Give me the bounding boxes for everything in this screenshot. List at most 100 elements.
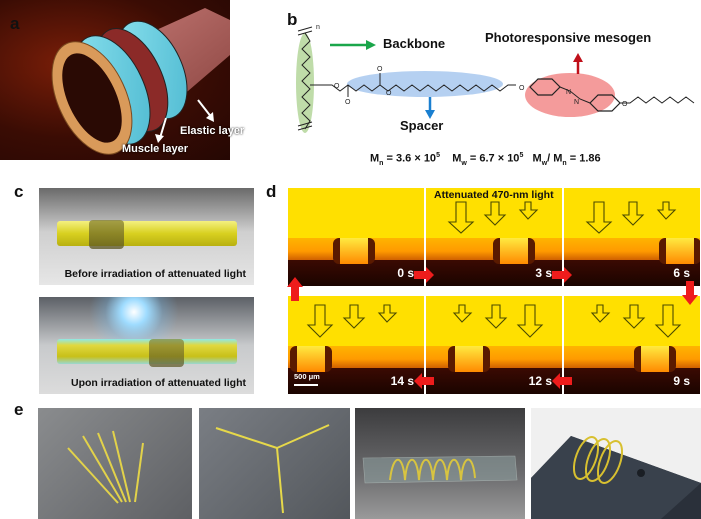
helix-loop [596, 440, 624, 484]
tube-before-image: Before irradiation of attenuated light [39, 188, 254, 285]
pdi-value: = 1.86 [566, 152, 601, 165]
frame-3s: Attenuated 470-nm light 3 s [426, 188, 562, 286]
light-arrow-icon [622, 304, 646, 329]
oxygen-atom-5: O [519, 85, 525, 92]
red-arrow-right-icon [552, 267, 572, 283]
alkyl-tail [620, 96, 695, 104]
block-top [531, 436, 701, 519]
oxygen-atom-6: O [622, 101, 628, 108]
frame-12s: 12 s [426, 296, 562, 394]
oxygen-atom-2: O [345, 99, 351, 106]
mn-subscript: n [379, 159, 384, 167]
photo-helical-fiber [531, 408, 701, 519]
red-arrow-down-icon [682, 281, 698, 305]
elastic-layer-label: Elastic layer [180, 125, 245, 137]
red-arrow-right-icon [414, 267, 434, 283]
mn-symbol: M [370, 152, 380, 165]
light-arrow-icon [342, 304, 366, 329]
time-label: 0 s [397, 266, 414, 280]
light-arrow-icon [654, 304, 682, 338]
panel-label-e: e [14, 400, 24, 419]
mw-symbol: M [452, 152, 462, 165]
light-label: Attenuated 470-nm light [434, 189, 554, 201]
helix-loop [584, 438, 612, 482]
fiber [112, 430, 131, 503]
light-arrow-icon [656, 201, 677, 220]
helix-loop [572, 436, 600, 480]
tube-body [57, 221, 237, 246]
oxygen-atom-3: O [377, 66, 383, 73]
repeat-bracket-top [297, 26, 313, 32]
frame-6s: 6 s [564, 188, 700, 286]
fiber-branch [215, 427, 278, 449]
caption-before: Before irradiation of attenuated light [64, 268, 246, 280]
repeat-bracket-top-2 [297, 30, 313, 36]
mn-exponent: 5 [436, 152, 440, 159]
tube-upon-image: Upon irradiation of attenuated light [39, 297, 254, 394]
mesogen-label: Photoresponsive mesogen [485, 30, 652, 45]
blood-vessel-illustration: Elastic layer Muscle layer [0, 0, 245, 160]
light-arrow-icon [516, 304, 544, 338]
backbone-arrow-head [366, 40, 376, 50]
red-arrow-up-icon [287, 277, 303, 301]
fiber-branch [276, 447, 284, 514]
light-arrow-icon [590, 304, 611, 323]
chemical-structure: O O O O O N N O n [296, 24, 695, 133]
backbone-chain [301, 32, 311, 130]
backbone-highlight [296, 33, 314, 133]
mw-exponent: 5 [519, 152, 524, 159]
slug [659, 238, 700, 264]
photo-serpentine-fiber [355, 408, 525, 519]
light-arrow-icon [306, 304, 334, 338]
caption-upon: Upon irradiation of attenuated light [71, 377, 246, 389]
serpentine-fiber [389, 458, 476, 481]
repeat-bracket-bottom [297, 121, 313, 127]
backbone-label: Backbone [383, 36, 446, 51]
spacer-highlight [347, 71, 503, 97]
light-arrow-icon [518, 201, 539, 220]
slug-droplet [89, 220, 124, 249]
nitrogen-atom-2: N [574, 99, 579, 106]
pdi-subscript-1: w [541, 159, 548, 167]
repeat-bracket-bottom-2 [297, 125, 313, 131]
molecular-weight-line: Mn = 3.6 × 105 Mw = 6.7 × 105 Mw/ Mn = 1… [370, 152, 601, 167]
spacer-label: Spacer [400, 118, 444, 133]
slug [448, 346, 490, 372]
screw-hole [637, 469, 645, 477]
nitrogen-atom-1: N [566, 89, 571, 96]
fiber [134, 442, 144, 503]
time-label: 6 s [673, 266, 690, 280]
light-arrow-icon [621, 201, 645, 226]
muscle-pointer-arrow [159, 117, 167, 139]
tube-body-lit [57, 339, 237, 364]
mw-value: = 6.7 × 10 [466, 152, 520, 165]
fiber-branch [276, 424, 330, 449]
slug [493, 238, 535, 264]
pdi-symbol-1: M [532, 152, 542, 165]
mn-value: = 3.6 × 10 [383, 152, 437, 165]
light-arrow-icon [585, 201, 613, 234]
red-arrow-left-icon [414, 373, 434, 389]
muscle-arrow-head [155, 134, 164, 143]
panel-label-d: d [266, 182, 277, 201]
muscle-layer-label: Muscle layer [122, 143, 189, 155]
slug-droplet-moved [149, 339, 184, 367]
time-label: 12 s [528, 374, 552, 388]
sequence-arrows-overlay [287, 201, 698, 389]
slug [290, 346, 332, 372]
photo-y-shaped-fiber [199, 408, 350, 519]
helix-drawing [531, 436, 701, 519]
light-arrow-icon [452, 304, 473, 323]
frame-14s: 500 μm 14 s [288, 296, 424, 394]
light-arrow-icon [484, 304, 508, 329]
y-fiber-drawing [215, 424, 330, 514]
scale-bar-label: 500 μm [294, 372, 320, 381]
scale-bar [294, 384, 318, 386]
time-label: 9 s [673, 374, 690, 388]
photo-straight-fibers [38, 408, 192, 519]
slug [333, 238, 375, 264]
elastic-arrow-head [206, 112, 214, 122]
light-arrow-icon [483, 201, 507, 226]
mw-subscript: w [461, 159, 467, 167]
fibers-drawing [67, 430, 144, 504]
